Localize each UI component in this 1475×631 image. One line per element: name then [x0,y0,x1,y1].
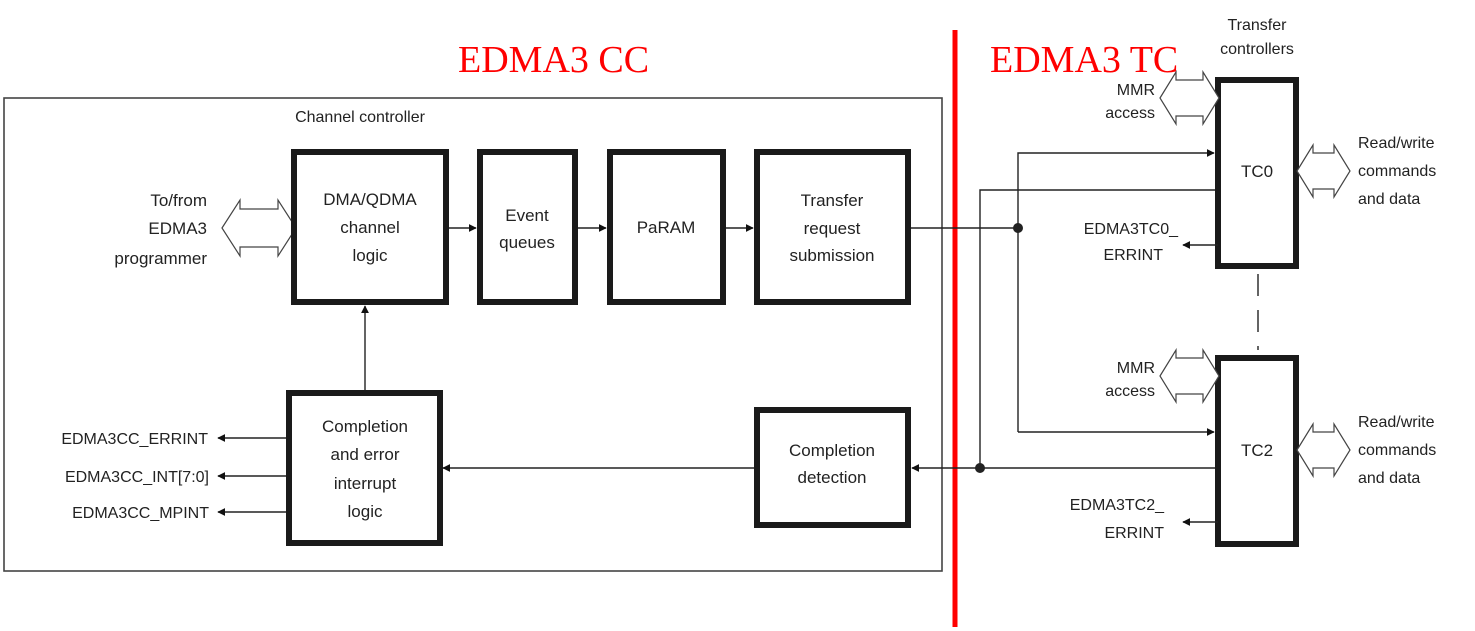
svg-text:To/from: To/from [150,191,207,210]
svg-text:EDMA3: EDMA3 [148,219,207,238]
tc2-mmr-label: MMR access [1105,360,1155,400]
svg-text:EDMA3TC2_: EDMA3TC2_ [1070,497,1165,514]
svg-text:ERRINT: ERRINT [1104,525,1164,542]
tc2-mmr-bus-arrow-icon [1159,347,1220,405]
tc0-rw-label: Read/write commands and data [1358,135,1436,208]
dma-qdma-block: DMA/QDMA channel logic [291,149,449,305]
svg-text:queues: queues [499,233,555,252]
transfer-request-block: Transfer request submission [754,149,911,305]
event-queues-block: Event queues [477,149,578,305]
svg-text:access: access [1105,383,1155,400]
tc2-block: TC2 [1215,355,1299,547]
completion-error-block: Completion and error interrupt logic [286,390,443,546]
output-errint: EDMA3CC_ERRINT [61,431,208,448]
svg-text:DMA/QDMA: DMA/QDMA [323,190,417,209]
svg-text:commands: commands [1358,163,1436,180]
transfer-controllers-title: Transfer controllers [1220,17,1294,58]
svg-text:detection: detection [798,468,867,487]
tc0-block: TC0 [1215,77,1299,269]
svg-text:Event: Event [505,206,549,225]
tc0-rw-bus-arrow-icon [1296,142,1351,200]
svg-text:MMR: MMR [1117,82,1155,99]
tc2-errint-label: EDMA3TC2_ ERRINT [1070,497,1165,542]
svg-text:PaRAM: PaRAM [637,218,696,237]
svg-text:Read/write: Read/write [1358,135,1435,152]
svg-text:interrupt: interrupt [334,474,397,493]
edma3-cc-heading: EDMA3 CC [458,39,649,81]
svg-text:submission: submission [789,246,874,265]
svg-text:programmer: programmer [114,249,207,268]
param-block: PaRAM [607,149,726,305]
tc-completion-wiring [911,189,1218,473]
tc0-mmr-label: MMR access [1105,82,1155,122]
svg-text:Completion: Completion [322,417,408,436]
completion-detection-block: Completion detection [754,407,911,528]
tc-request-wiring [911,149,1215,436]
svg-text:logic: logic [348,502,383,521]
edma3-tc-heading: EDMA3 TC [990,39,1178,81]
svg-text:EDMA3TC0_: EDMA3TC0_ [1084,221,1179,238]
tc0-errint-label: EDMA3TC0_ ERRINT [1084,221,1179,264]
output-int: EDMA3CC_INT[7:0] [65,469,209,486]
svg-text:channel: channel [340,218,400,237]
output-mpint: EDMA3CC_MPINT [72,505,209,522]
svg-text:Transfer: Transfer [801,191,864,210]
svg-text:ERRINT: ERRINT [1103,247,1163,264]
svg-text:MMR: MMR [1117,360,1155,377]
svg-text:TC0: TC0 [1241,162,1273,181]
svg-text:Transfer: Transfer [1228,17,1288,34]
programmer-bus-arrow-icon [221,197,297,259]
channel-controller-frame [3,97,943,572]
svg-text:Completion: Completion [789,441,875,460]
svg-text:Read/write: Read/write [1358,414,1435,431]
tc2-rw-label: Read/write commands and data [1358,414,1436,487]
svg-text:request: request [804,219,861,238]
svg-text:commands: commands [1358,442,1436,459]
svg-text:and data: and data [1358,191,1420,208]
tc2-rw-bus-arrow-icon [1296,421,1351,479]
svg-text:access: access [1105,105,1155,122]
programmer-label: To/from EDMA3 programmer [114,191,207,268]
tc0-mmr-bus-arrow-icon [1159,69,1220,127]
svg-text:controllers: controllers [1220,41,1294,58]
svg-text:logic: logic [353,246,388,265]
cc-interrupt-outputs: EDMA3CC_ERRINT EDMA3CC_INT[7:0] EDMA3CC_… [61,431,286,522]
svg-text:TC2: TC2 [1241,441,1273,460]
svg-text:and error: and error [331,445,400,464]
svg-text:and data: and data [1358,470,1420,487]
channel-controller-title: Channel controller [295,109,426,126]
